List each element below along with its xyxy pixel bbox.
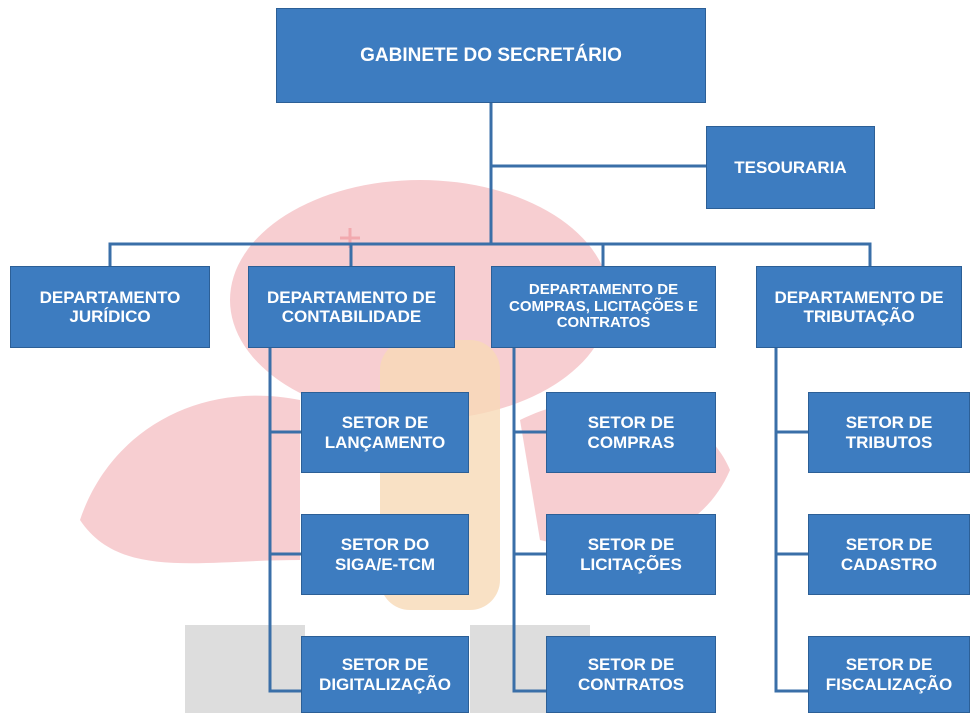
setor-lancamento-box: SETOR DE LANÇAMENTO <box>301 392 469 473</box>
setor-compras-label: SETOR DE COMPRAS <box>587 413 675 452</box>
tesouraria-label: TESOURARIA <box>734 157 847 177</box>
setor-tributos-label: SETOR DE TRIBUTOS <box>845 413 933 452</box>
setor-fiscalizacao-label: SETOR DE FISCALIZAÇÃO <box>825 655 953 694</box>
setor-digitalizacao-box: SETOR DE DIGITALIZAÇÃO <box>301 636 469 713</box>
setor-fiscalizacao-box: SETOR DE FISCALIZAÇÃO <box>808 636 970 713</box>
gabinete-secretario-box: GABINETE DO SECRETÁRIO <box>276 8 706 103</box>
setor-digitalizacao-label: SETOR DE DIGITALIZAÇÃO <box>319 655 451 694</box>
setor-contratos-box: SETOR DE CONTRATOS <box>546 636 716 713</box>
departamento-compras-box: DEPARTAMENTO DE COMPRAS, LICITAÇÕES E CO… <box>491 266 716 348</box>
setor-siga-box: SETOR DO SIGA/E-TCM <box>301 514 469 595</box>
tesouraria-box: TESOURARIA <box>706 126 875 209</box>
departamento-tributacao-label: DEPARTAMENTO DE TRIBUTAÇÃO <box>774 287 944 326</box>
setor-lancamento-label: SETOR DE LANÇAMENTO <box>324 413 446 452</box>
setor-contratos-label: SETOR DE CONTRATOS <box>577 655 685 694</box>
departamento-juridico-label: DEPARTAMENTO JURÍDICO <box>39 287 181 326</box>
setor-tributos-box: SETOR DE TRIBUTOS <box>808 392 970 473</box>
departamento-contabilidade-label: DEPARTAMENTO DE CONTABILIDADE <box>266 287 437 326</box>
gabinete-secretario-label: GABINETE DO SECRETÁRIO <box>360 44 622 66</box>
departamento-contabilidade-box: DEPARTAMENTO DE CONTABILIDADE <box>248 266 455 348</box>
setor-licitacoes-label: SETOR DE LICITAÇÕES <box>580 535 682 574</box>
setor-cadastro-label: SETOR DE CADASTRO <box>840 535 938 574</box>
setor-licitacoes-box: SETOR DE LICITAÇÕES <box>546 514 716 595</box>
setor-siga-label: SETOR DO SIGA/E-TCM <box>334 535 436 574</box>
departamento-compras-label: DEPARTAMENTO DE COMPRAS, LICITAÇÕES E CO… <box>509 280 698 332</box>
departamento-juridico-box: DEPARTAMENTO JURÍDICO <box>10 266 210 348</box>
setor-cadastro-box: SETOR DE CADASTRO <box>808 514 970 595</box>
setor-compras-box: SETOR DE COMPRAS <box>546 392 716 473</box>
departamento-tributacao-box: DEPARTAMENTO DE TRIBUTAÇÃO <box>756 266 962 348</box>
